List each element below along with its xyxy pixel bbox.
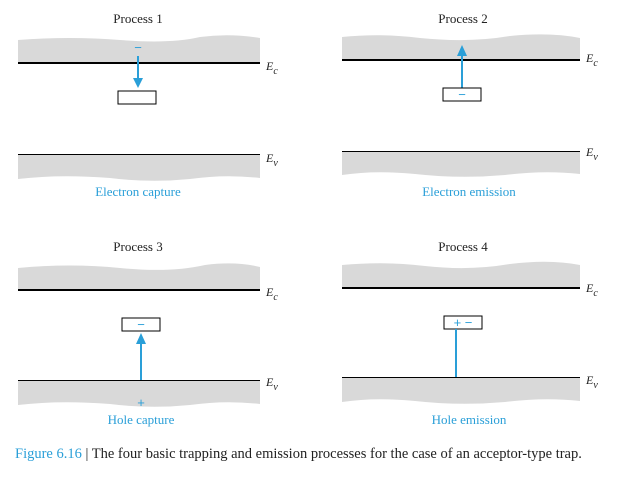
emission-arrow-head — [457, 45, 467, 56]
process-label: Electron capture — [95, 184, 181, 199]
panel-title: Process 4 — [438, 239, 488, 254]
caption-text: The four basic trapping and emission pro… — [91, 446, 582, 462]
conduction-band-region — [342, 261, 580, 288]
ec-label: Ec — [585, 281, 598, 299]
valence-band-region — [18, 381, 260, 407]
trap-process-diagram: Process 1 Ec − Ev Electron capture Proce… — [18, 11, 598, 427]
valence-band-region — [342, 378, 580, 404]
hole-sign: + — [137, 395, 145, 410]
trap-level-box — [121, 317, 161, 332]
trap-level-box — [443, 315, 483, 330]
trap-level-box — [117, 90, 157, 105]
electron-sign: − — [134, 40, 142, 55]
figure-number: Figure 6.16 — [15, 446, 82, 462]
caption-separator: | — [81, 446, 92, 462]
ec-label: Ec — [585, 51, 598, 69]
valence-band-region — [342, 152, 580, 177]
trap-sign: − — [458, 87, 466, 102]
trap-sign: + − — [454, 315, 473, 330]
panel-title: Process 1 — [113, 11, 162, 26]
conduction-band-region — [18, 263, 260, 290]
ec-label: Ec — [265, 59, 278, 77]
ev-label: Ev — [585, 145, 598, 163]
capture-arrow-head — [133, 78, 143, 88]
hole-capture-arrow-head — [136, 333, 146, 344]
process-label: Hole capture — [108, 412, 175, 427]
ev-label: Ev — [585, 373, 598, 391]
conduction-band-region — [18, 35, 260, 63]
panel-title: Process 3 — [113, 239, 162, 254]
process-label: Hole emission — [432, 412, 507, 427]
valence-band-region — [18, 155, 260, 181]
panel-process-2: Process 2 Ec − Ev Electron emission — [342, 11, 598, 199]
trap-sign: − — [137, 317, 145, 332]
panel-title: Process 2 — [438, 11, 487, 26]
panel-process-3: Process 3 Ec − + Ev Hole capture — [18, 239, 278, 427]
panel-process-1: Process 1 Ec − Ev Electron capture — [18, 11, 278, 199]
figure-caption: Figure 6.16 | The four basic trapping an… — [15, 444, 615, 464]
process-label: Electron emission — [422, 184, 516, 199]
trap-level-box — [442, 87, 482, 102]
ev-label: Ev — [265, 151, 278, 169]
ev-label: Ev — [265, 375, 278, 393]
ec-label: Ec — [265, 285, 278, 303]
panel-process-4: Process 4 Ec + − Ev Hole emission — [342, 239, 598, 427]
